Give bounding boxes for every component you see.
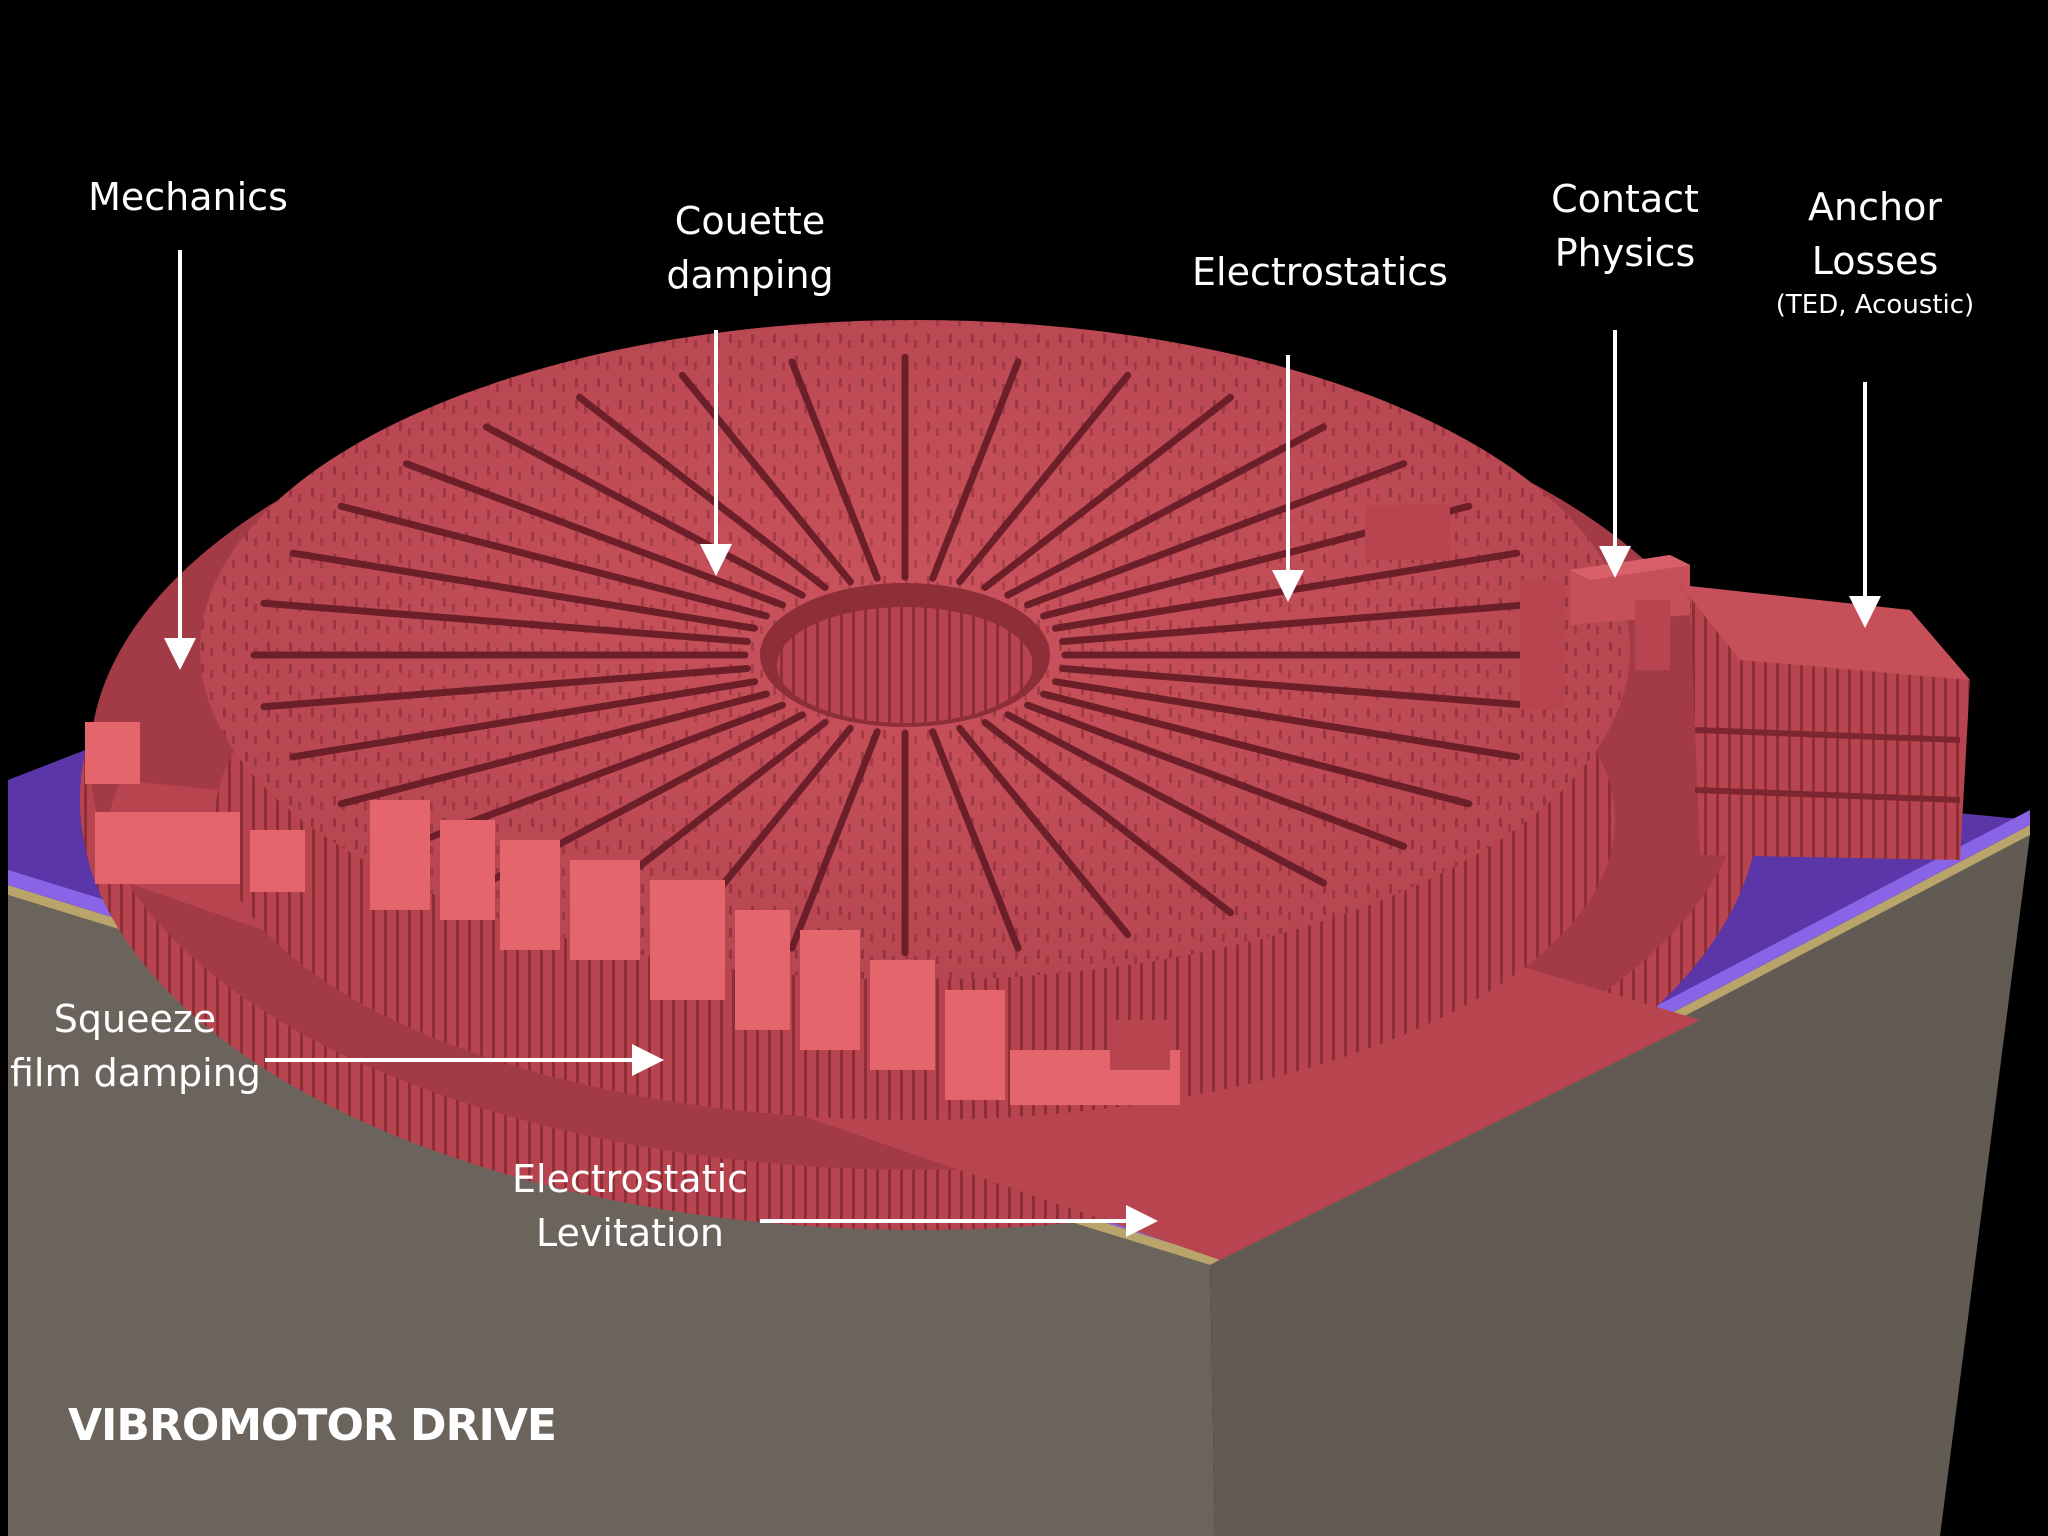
- label-anchor-losses: Anchor Losses (TED, Acoustic): [1760, 180, 1990, 322]
- label-levitation-line-1: Electrostatic: [511, 1157, 749, 1201]
- label-arrows: [164, 250, 1881, 1237]
- rotor-disc: [200, 320, 1630, 1120]
- label-anchor-subtitle: (TED, Acoustic): [1775, 290, 1975, 320]
- rotor-spoke: [289, 549, 759, 632]
- substrate-side-right: [1210, 835, 2030, 1536]
- rotor-spoke: [929, 358, 1022, 582]
- label-anchor-line-1: Anchor: [1808, 185, 1942, 229]
- rotor-spoke: [260, 599, 751, 645]
- label-anchor-line-2: Losses: [1811, 239, 1939, 283]
- rotor-spoke: [1059, 599, 1550, 645]
- side-posts: [1110, 505, 1670, 1070]
- label-squeeze-film-damping: Squeeze film damping: [10, 992, 261, 1100]
- label-contact-line-2: Physics: [1554, 231, 1696, 275]
- label-couette-damping: Couette damping: [630, 194, 870, 302]
- anchor-block: [1680, 585, 1970, 860]
- rotor-spoke: [1024, 460, 1408, 609]
- rotor-spoke: [289, 678, 759, 761]
- label-electrostatics-line-1: Electrostatics: [1192, 250, 1448, 294]
- label-couette-line-2: damping: [666, 253, 834, 297]
- label-mechanics-line-1: Mechanics: [88, 175, 288, 219]
- rotor-spoke: [1004, 423, 1327, 599]
- rotor-spoke: [337, 502, 770, 620]
- rotor-spoke: [483, 423, 806, 599]
- label-mechanics: Mechanics: [88, 170, 288, 224]
- label-electrostatics: Electrostatics: [1180, 245, 1460, 299]
- rotor-spoke: [402, 460, 786, 609]
- rotor-spoke: [956, 371, 1132, 586]
- label-contact-line-1: Contact: [1551, 177, 1699, 221]
- label-squeeze-line-2: film damping: [10, 1051, 261, 1095]
- label-contact-physics: Contact Physics: [1510, 172, 1740, 280]
- label-levitation-line-2: Levitation: [536, 1211, 724, 1255]
- rotor-spoke: [260, 665, 751, 711]
- rotor-spoke: [337, 690, 770, 808]
- rotor-spoke: [788, 358, 881, 582]
- rotor-spoke: [678, 371, 854, 586]
- rotor-spoke: [1059, 665, 1550, 711]
- rotor-spoke: [981, 719, 1234, 917]
- radial-spokes: [250, 353, 1560, 957]
- label-electrostatic-levitation: Electrostatic Levitation: [505, 1152, 755, 1260]
- rotor-spoke: [1024, 701, 1408, 850]
- rotor-spoke: [1004, 711, 1327, 887]
- label-squeeze-line-1: Squeeze: [53, 997, 217, 1041]
- figure-title: VIBROMOTOR DRIVE: [68, 1400, 557, 1451]
- label-couette-line-1: Couette: [674, 199, 826, 243]
- rotor-spoke: [981, 393, 1234, 591]
- rotor-spoke: [1051, 678, 1521, 761]
- rotor-spoke: [1040, 690, 1473, 808]
- rotor-spoke: [788, 728, 881, 952]
- rotor-spoke: [956, 724, 1132, 939]
- rotor-spoke: [929, 728, 1022, 952]
- rotor-spoke: [576, 393, 829, 591]
